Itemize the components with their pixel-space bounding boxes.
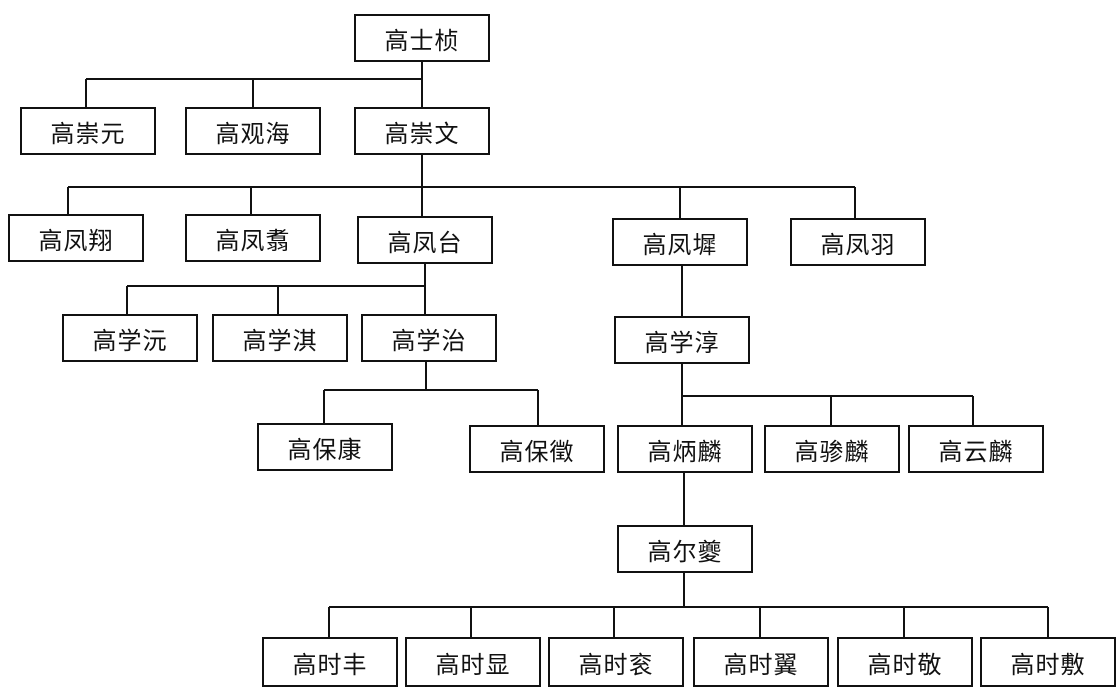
node-gen2: 高观海 — [185, 107, 321, 155]
node-gen4: 高学沅 — [62, 314, 198, 362]
node-gen4: 高学治 — [361, 314, 497, 362]
node-gen3: 高凤墀 — [612, 218, 748, 266]
node-root: 高士桢 — [354, 14, 490, 62]
node-gen3: 高凤翥 — [185, 214, 321, 262]
node-gen7: 高时丰 — [262, 637, 398, 687]
node-gen3: 高凤台 — [357, 216, 493, 264]
node-gen2: 高崇元 — [20, 107, 156, 155]
node-gen5: 高骖麟 — [764, 425, 900, 473]
node-gen5: 高保康 — [257, 423, 393, 471]
node-gen5: 高炳麟 — [617, 425, 753, 473]
node-gen3: 高凤翔 — [8, 214, 144, 262]
node-gen5: 高保徵 — [469, 425, 605, 473]
node-gen3: 高凤羽 — [790, 218, 926, 266]
node-gen7: 高时翼 — [693, 637, 829, 687]
node-gen7: 高时衮 — [548, 637, 684, 687]
node-gen7: 高时敬 — [837, 637, 973, 687]
node-gen2: 高崇文 — [354, 107, 490, 155]
node-gen7: 高时敷 — [980, 637, 1116, 687]
node-gen5: 高云麟 — [908, 425, 1044, 473]
node-gen4: 高学淳 — [614, 316, 750, 364]
node-gen4: 高学淇 — [212, 314, 348, 362]
node-gen6: 高尔夔 — [617, 525, 753, 573]
node-gen7: 高时显 — [405, 637, 541, 687]
